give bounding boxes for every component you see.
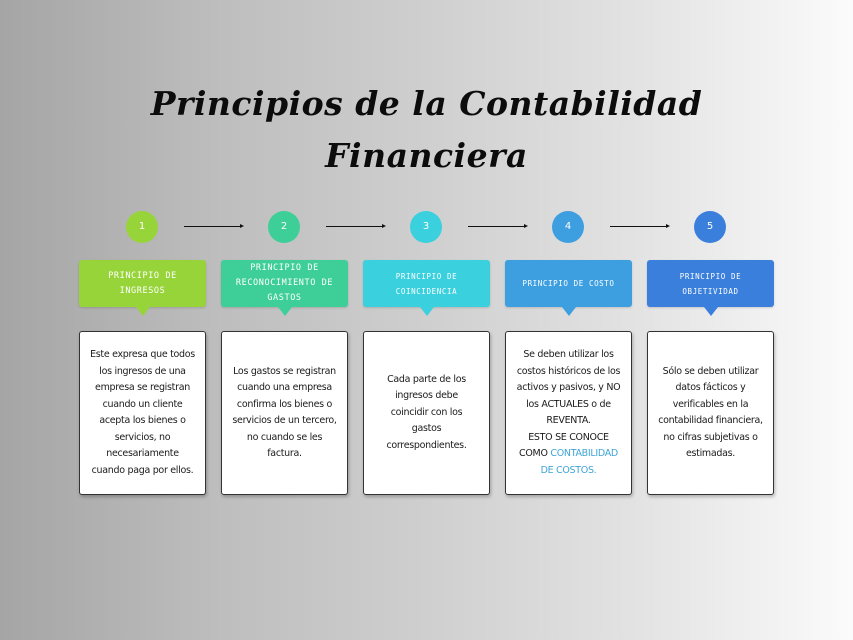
page-title: Principios de la Contabilidad Financiera	[0, 78, 853, 182]
arrow-right-icon	[610, 224, 670, 228]
step-1-description: Este expresa que todos los ingresos de u…	[90, 349, 195, 476]
step-3-label-text: PRINCIPIO DE COINCIDENCIA	[395, 271, 458, 296]
title-line-1: Principios de la Contabilidad	[150, 84, 703, 123]
step-5-description-card: Sólo se deben utilizar datos fácticos y …	[647, 331, 774, 495]
step-5-label: PRINCIPIO DE OBJETIVIDAD	[647, 260, 774, 316]
step-3-circle: 3	[410, 211, 442, 243]
step-4-description-line2: ESTO SE CONOCE COMO	[519, 431, 609, 460]
step-1-label: PRINCIPIO DE INGRESOS	[79, 260, 206, 316]
step-2-description-card: Los gastos se registran cuando una empre…	[221, 331, 348, 495]
step-5-circle: 5	[694, 211, 726, 243]
step-4-label-text: PRINCIPIO DE COSTO	[522, 279, 615, 288]
step-3-label: PRINCIPIO DE COINCIDENCIA	[363, 260, 490, 316]
step-5-label-text: PRINCIPIO DE OBJETIVIDAD	[679, 271, 742, 296]
step-2-circle: 2	[268, 211, 300, 243]
arrow-right-icon	[184, 224, 244, 228]
step-4-label: PRINCIPIO DE COSTO	[505, 260, 632, 316]
arrow-right-icon	[326, 224, 386, 228]
step-1-description-card: Este expresa que todos los ingresos de u…	[79, 331, 206, 495]
step-1-circle: 1	[126, 211, 158, 243]
step-2-description: Los gastos se registran cuando una empre…	[232, 365, 337, 460]
step-1-label-text: PRINCIPIO DE INGRESOS	[108, 270, 177, 296]
step-4-circle: 4	[552, 211, 584, 243]
step-4-description: Se deben utilizar los costos históricos …	[516, 349, 621, 426]
title-line-2: Financiera	[325, 136, 528, 175]
step-2-label: PRINCIPIO DE RECONOCIMIENTO DE GASTOS	[221, 260, 348, 316]
step-5-description: Sólo se deben utilizar datos fácticos y …	[658, 365, 763, 460]
step-3-description: Cada parte de los ingresos debe coincidi…	[386, 373, 467, 451]
step-3-description-card: Cada parte de los ingresos debe coincidi…	[363, 331, 490, 495]
step-4-highlight: CONTABILIDAD DE COSTOS.	[540, 448, 619, 476]
step-4-description-wrapper: Se deben utilizar los costos históricos …	[506, 347, 631, 479]
step-4-description-card: Se deben utilizar los costos históricos …	[505, 331, 632, 495]
arrow-right-icon	[468, 224, 528, 228]
step-2-label-text: PRINCIPIO DE RECONOCIMIENTO DE GASTOS	[235, 263, 334, 303]
